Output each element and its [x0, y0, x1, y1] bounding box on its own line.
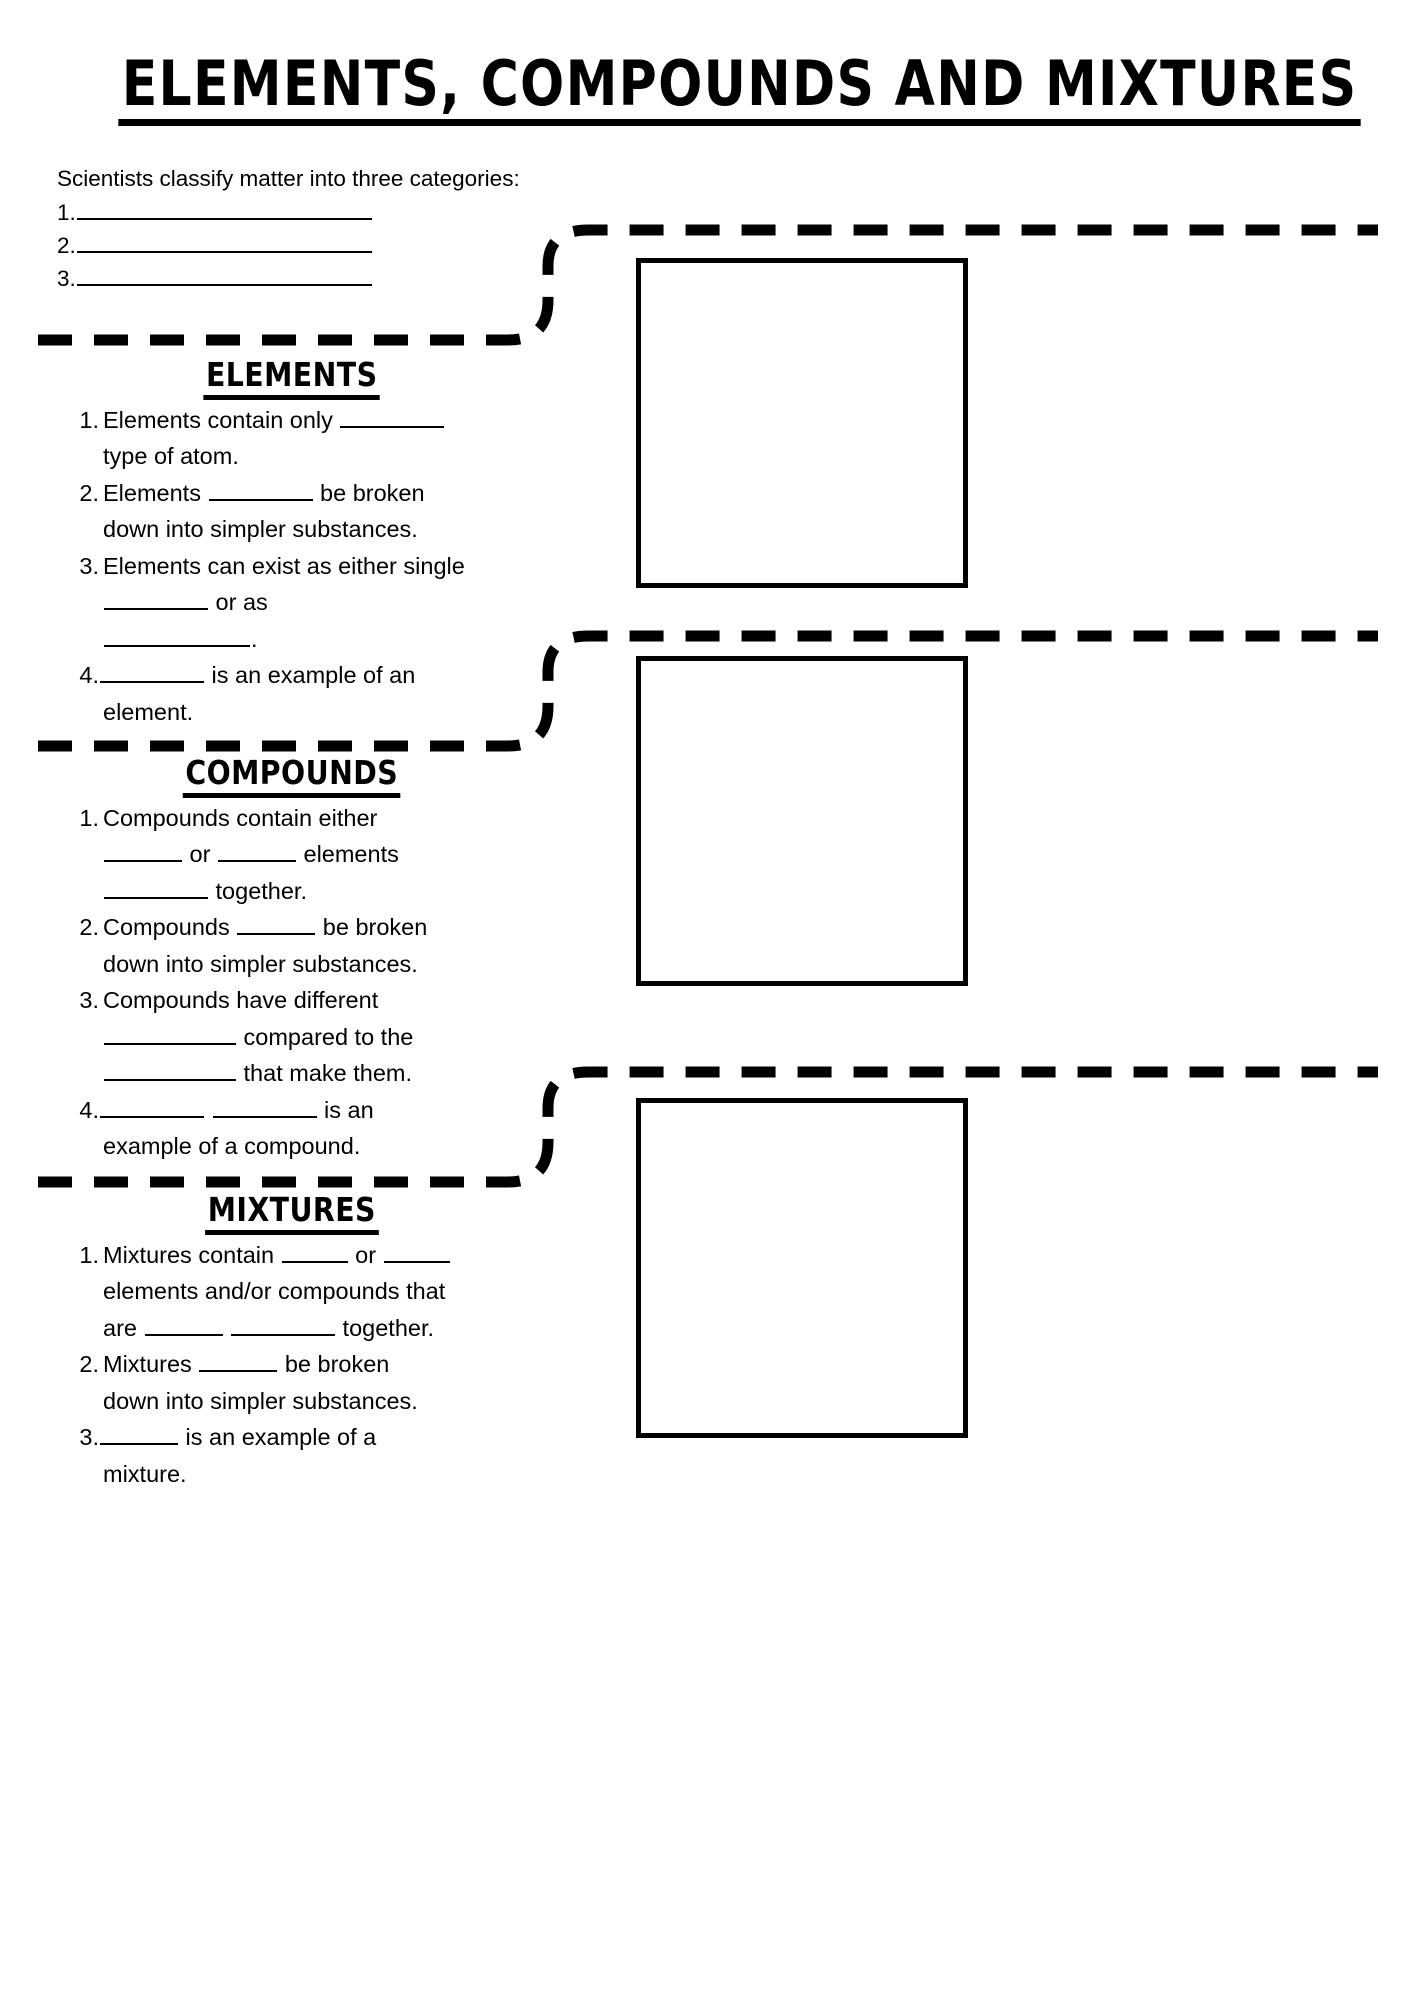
intro-block: Scientists classify matter into three ca…	[57, 163, 617, 294]
answer-blank[interactable]	[104, 836, 182, 863]
item-line: are together.	[103, 1310, 527, 1347]
elements-answer-box[interactable]	[636, 258, 968, 588]
item-line: down into simpler substances.	[103, 950, 418, 977]
section-heading-elements-wrap: ELEMENTS	[57, 357, 527, 400]
item-number: 1.	[79, 406, 99, 433]
answer-blank[interactable]	[104, 1055, 236, 1082]
item-line: example of a compound.	[103, 1133, 361, 1160]
intro-lead-text: Scientists classify matter into three ca…	[57, 166, 520, 191]
item-number: 2.	[79, 1351, 99, 1378]
mixtures-answer-box[interactable]	[636, 1098, 968, 1438]
item-line: elements and/or compounds that	[103, 1278, 446, 1305]
item-number: 2.	[79, 914, 99, 941]
list-item: 3. Compounds have different compared to …	[57, 982, 527, 1092]
item-line: Compounds contain either	[103, 804, 378, 831]
section-heading-compounds-wrap: COMPOUNDS	[57, 755, 527, 798]
intro-blank-2[interactable]	[76, 228, 372, 253]
item-line: type of atom.	[103, 443, 239, 470]
answer-blank[interactable]	[231, 1310, 336, 1336]
list-item: 2. Elements be broken down into simpler …	[57, 475, 527, 548]
compounds-item-list: 1. Compounds contain either or elements …	[57, 800, 527, 1165]
section-elements: ELEMENTS 1. Elements contain only type o…	[57, 357, 527, 730]
list-item: 4. is an example of a compound.	[57, 1092, 527, 1165]
item-number: 1.	[79, 1241, 99, 1268]
compounds-answer-box[interactable]	[636, 656, 968, 986]
answer-blank[interactable]	[104, 873, 208, 899]
section-compounds: COMPOUNDS 1. Compounds contain either or…	[57, 755, 527, 1165]
answer-blank[interactable]	[100, 1092, 204, 1118]
answer-blank[interactable]	[100, 657, 204, 684]
item-number: 3.	[79, 987, 99, 1014]
intro-number-3: 3.	[57, 265, 76, 291]
intro-line-2: 2.	[57, 228, 617, 261]
item-line: Elements contain only	[103, 402, 527, 439]
item-number: 1.	[79, 804, 99, 831]
section-mixtures: MIXTURES 1. Mixtures contain or elements…	[57, 1192, 527, 1492]
answer-blank[interactable]	[237, 909, 316, 936]
answer-blank[interactable]	[281, 1237, 348, 1263]
section-heading-mixtures-wrap: MIXTURES	[57, 1192, 527, 1235]
item-line: Compounds be broken	[103, 909, 527, 946]
item-line: compared to the	[103, 1019, 527, 1056]
item-number: 3.	[79, 1424, 99, 1451]
item-line: 3. is an example of a	[57, 1419, 527, 1456]
item-line: together.	[103, 873, 527, 910]
list-item: 1. Compounds contain either or elements …	[57, 800, 527, 910]
item-line: down into simpler substances.	[103, 1387, 418, 1414]
elements-item-list: 1. Elements contain only type of atom. 2…	[57, 402, 527, 731]
answer-blank[interactable]	[217, 836, 296, 863]
item-line: or elements	[103, 836, 527, 873]
list-item: 1. Mixtures contain or elements and/or c…	[57, 1237, 527, 1347]
item-number: 2.	[79, 479, 99, 506]
item-number: 4.	[79, 1096, 99, 1123]
answer-blank[interactable]	[208, 475, 313, 501]
item-line: 4. is an	[57, 1092, 527, 1129]
list-item: 2. Mixtures be broken down into simpler …	[57, 1346, 527, 1419]
list-item: 3. Elements can exist as either single o…	[57, 548, 527, 658]
item-number: 4.	[79, 662, 99, 689]
section-heading-elements: ELEMENTS	[203, 357, 381, 400]
section-heading-mixtures: MIXTURES	[205, 1192, 379, 1235]
answer-blank[interactable]	[104, 1019, 236, 1045]
intro-blank-1[interactable]	[76, 195, 372, 220]
answer-blank[interactable]	[104, 621, 250, 647]
answer-blank[interactable]	[104, 584, 208, 611]
item-line: .	[103, 621, 527, 658]
intro-number-1: 1.	[57, 199, 76, 225]
section-heading-compounds: COMPOUNDS	[183, 755, 401, 798]
answer-blank[interactable]	[144, 1310, 223, 1336]
item-line: down into simpler substances.	[103, 516, 418, 543]
item-line: Mixtures contain or	[103, 1237, 527, 1274]
item-line: Elements can exist as either single	[103, 552, 465, 579]
answer-blank[interactable]	[100, 1419, 178, 1446]
item-line: Elements be broken	[103, 475, 527, 512]
item-number: 3.	[79, 552, 99, 579]
intro-line-3: 3.	[57, 261, 617, 294]
page-title: ELEMENTS, COMPOUNDS AND MIXTURES	[118, 52, 1361, 127]
item-line: that make them.	[103, 1055, 527, 1092]
intro-blank-3[interactable]	[76, 261, 372, 286]
list-item: 1. Elements contain only type of atom.	[57, 402, 527, 475]
list-item: 2. Compounds be broken down into simpler…	[57, 909, 527, 982]
item-line: Compounds have different	[103, 987, 379, 1014]
item-line: element.	[103, 698, 194, 725]
item-line: mixture.	[103, 1460, 187, 1487]
answer-blank[interactable]	[199, 1346, 278, 1373]
item-line: or as	[103, 584, 527, 621]
answer-blank[interactable]	[383, 1237, 450, 1263]
intro-number-2: 2.	[57, 232, 76, 258]
intro-line-1: 1.	[57, 195, 617, 228]
answer-blank[interactable]	[340, 402, 445, 428]
page-title-container: ELEMENTS, COMPOUNDS AND MIXTURES	[0, 52, 1414, 127]
mixtures-item-list: 1. Mixtures contain or elements and/or c…	[57, 1237, 527, 1493]
item-line: 4. is an example of an	[57, 657, 527, 694]
item-line: Mixtures be broken	[103, 1346, 527, 1383]
answer-blank[interactable]	[212, 1092, 317, 1118]
list-item: 3. is an example of a mixture.	[57, 1419, 527, 1492]
list-item: 4. is an example of an element.	[57, 657, 527, 730]
